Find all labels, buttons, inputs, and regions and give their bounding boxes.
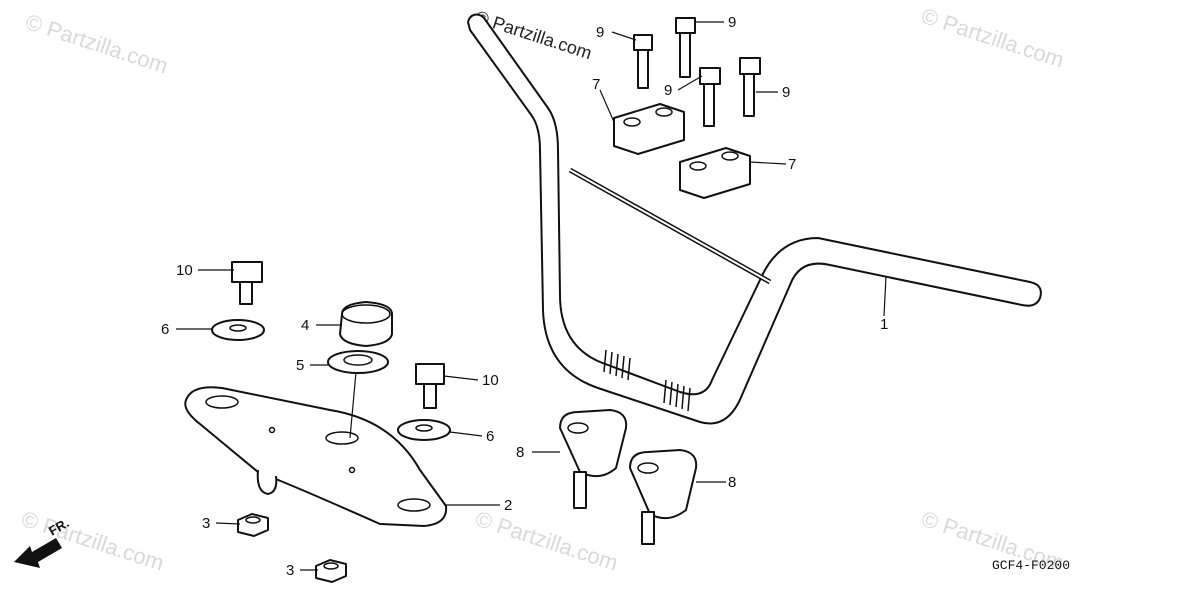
handlebar-part-1[interactable] bbox=[467, 13, 1042, 425]
callout-3-a: 3 bbox=[202, 515, 210, 532]
callout-7-b: 7 bbox=[788, 156, 796, 173]
lower-holder-part-8-a[interactable] bbox=[559, 409, 628, 509]
diagram-code: GCF4-F0200 bbox=[992, 558, 1070, 573]
washer-part-6-b[interactable] bbox=[397, 419, 451, 441]
upper-holder-part-7-a[interactable] bbox=[613, 103, 685, 155]
callout-2: 2 bbox=[504, 497, 512, 514]
knurled-grip-left bbox=[603, 349, 631, 381]
callout-10-a: 10 bbox=[176, 262, 193, 279]
callout-6-b: 6 bbox=[486, 428, 494, 445]
callout-5: 5 bbox=[296, 357, 304, 374]
bolt-part-10-a[interactable] bbox=[231, 261, 263, 305]
callout-9-d: 9 bbox=[782, 84, 790, 101]
bolt-part-10-b[interactable] bbox=[415, 363, 445, 409]
knurled-grip-right bbox=[663, 379, 691, 412]
nut-part-3-a[interactable] bbox=[237, 513, 269, 537]
callouts: 1 2 3 3 4 5 6 6 7 7 8 8 9 9 9 9 10 10 bbox=[161, 14, 888, 579]
front-arrow-icon bbox=[14, 538, 62, 568]
watermark-top-right: © Partzilla.com bbox=[918, 3, 1067, 73]
callout-4: 4 bbox=[301, 317, 309, 334]
callout-1: 1 bbox=[880, 316, 888, 333]
callout-8-b: 8 bbox=[728, 474, 736, 491]
watermark-bottom-left: © Partzilla.com bbox=[18, 506, 167, 576]
washer-part-6-a[interactable] bbox=[211, 319, 265, 341]
cap-nut-part-4[interactable] bbox=[339, 301, 393, 347]
watermark-top-left: © Partzilla.com bbox=[22, 9, 171, 79]
bolt-part-9-c[interactable] bbox=[699, 67, 721, 127]
upper-holder-part-7-b[interactable] bbox=[679, 147, 751, 199]
callout-6-a: 6 bbox=[161, 321, 169, 338]
callout-9-c: 9 bbox=[664, 82, 672, 99]
lower-holder-part-8-b[interactable] bbox=[629, 449, 698, 545]
washer-part-5[interactable] bbox=[327, 350, 389, 374]
callout-10-b: 10 bbox=[482, 372, 499, 389]
callout-7-a: 7 bbox=[592, 76, 600, 93]
bolt-part-9-a[interactable] bbox=[633, 34, 653, 89]
watermark-bottom-center: © Partzilla.com bbox=[472, 506, 621, 576]
bolt-part-9-b[interactable] bbox=[675, 17, 696, 78]
bolt-part-9-d[interactable] bbox=[739, 57, 761, 117]
nut-part-3-b[interactable] bbox=[315, 559, 347, 583]
callout-9-b: 9 bbox=[728, 14, 736, 31]
callout-8-a: 8 bbox=[516, 444, 524, 461]
callout-9-a: 9 bbox=[596, 24, 604, 41]
callout-3-b: 3 bbox=[286, 562, 294, 579]
leader-lines bbox=[176, 21, 887, 571]
top-bridge-part-2[interactable] bbox=[184, 371, 448, 527]
